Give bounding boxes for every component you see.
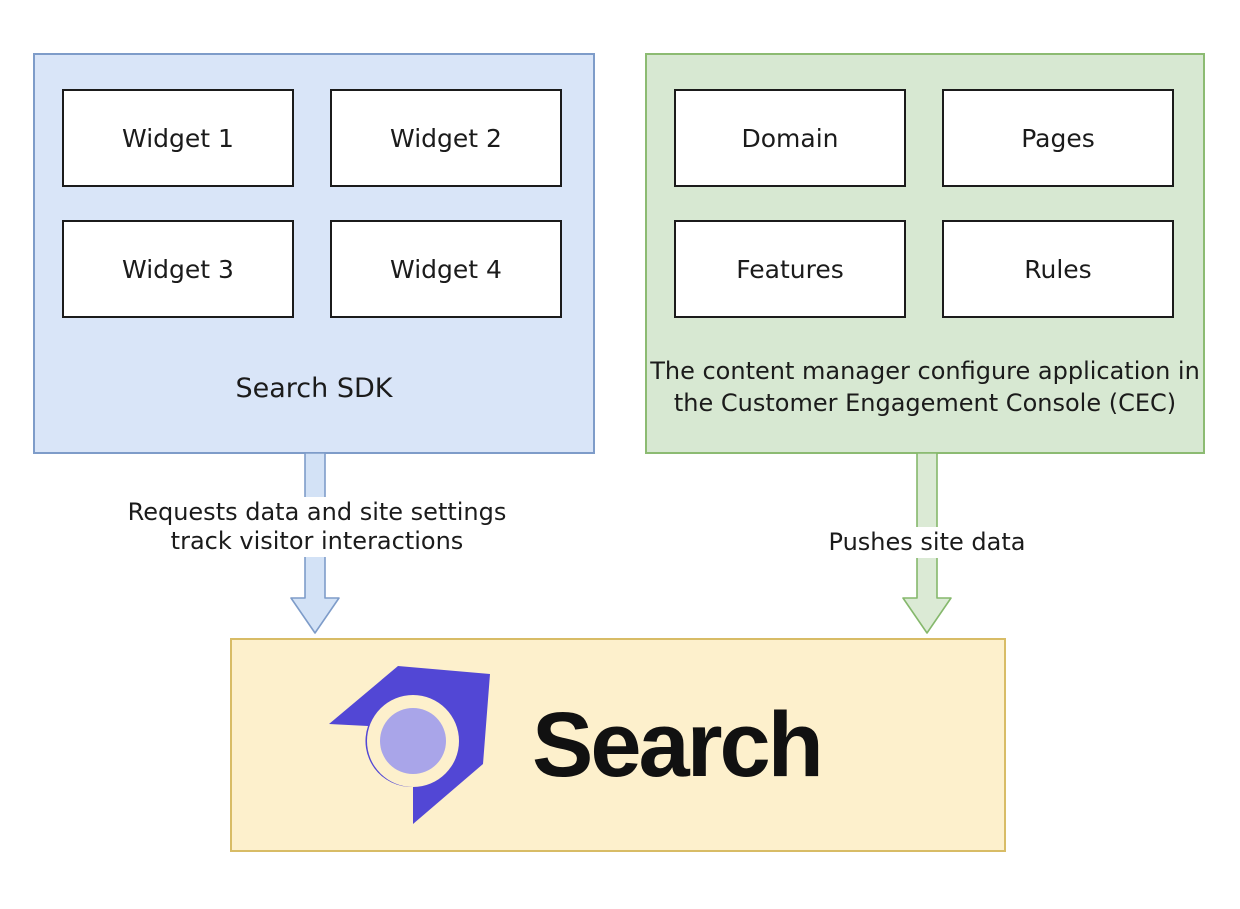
pages-node: Pages [942, 89, 1174, 187]
widget-1-label: Widget 1 [122, 123, 234, 153]
cec-panel: Domain Pages Features Rules The content … [645, 53, 1205, 454]
sdk-arrow-label: Requests data and site settings track vi… [119, 497, 515, 557]
pages-label: Pages [1021, 123, 1095, 153]
search-service-box: Search [230, 638, 1006, 852]
cec-panel-caption: The content manager configure applicatio… [647, 355, 1203, 419]
domain-label: Domain [741, 123, 839, 153]
search-logo-icon [329, 666, 490, 824]
domain-node: Domain [674, 89, 906, 187]
widget-3-node: Widget 3 [62, 220, 294, 318]
widget-3-label: Widget 3 [122, 254, 234, 284]
search-service-label: Search [532, 693, 824, 796]
widget-2-node: Widget 2 [330, 89, 562, 187]
cec-arrow-label: Pushes site data [820, 527, 1034, 558]
widget-1-node: Widget 1 [62, 89, 294, 187]
sdk-arrow-label-line-2: track visitor interactions [170, 527, 464, 555]
features-label: Features [736, 254, 844, 284]
widget-2-label: Widget 2 [390, 123, 502, 153]
sdk-arrow-label-line-1: Requests data and site settings [127, 498, 507, 526]
search-sdk-panel: Widget 1 Widget 2 Widget 3 Widget 4 Sear… [33, 53, 595, 454]
widget-4-label: Widget 4 [390, 254, 502, 284]
cec-caption-line-2: the Customer Engagement Console (CEC) [673, 389, 1177, 417]
features-node: Features [674, 220, 906, 318]
cec-caption-line-1: The content manager configure applicatio… [650, 357, 1200, 385]
widget-4-node: Widget 4 [330, 220, 562, 318]
rules-label: Rules [1024, 254, 1092, 284]
rules-node: Rules [942, 220, 1174, 318]
search-sdk-panel-title: Search SDK [235, 373, 393, 404]
